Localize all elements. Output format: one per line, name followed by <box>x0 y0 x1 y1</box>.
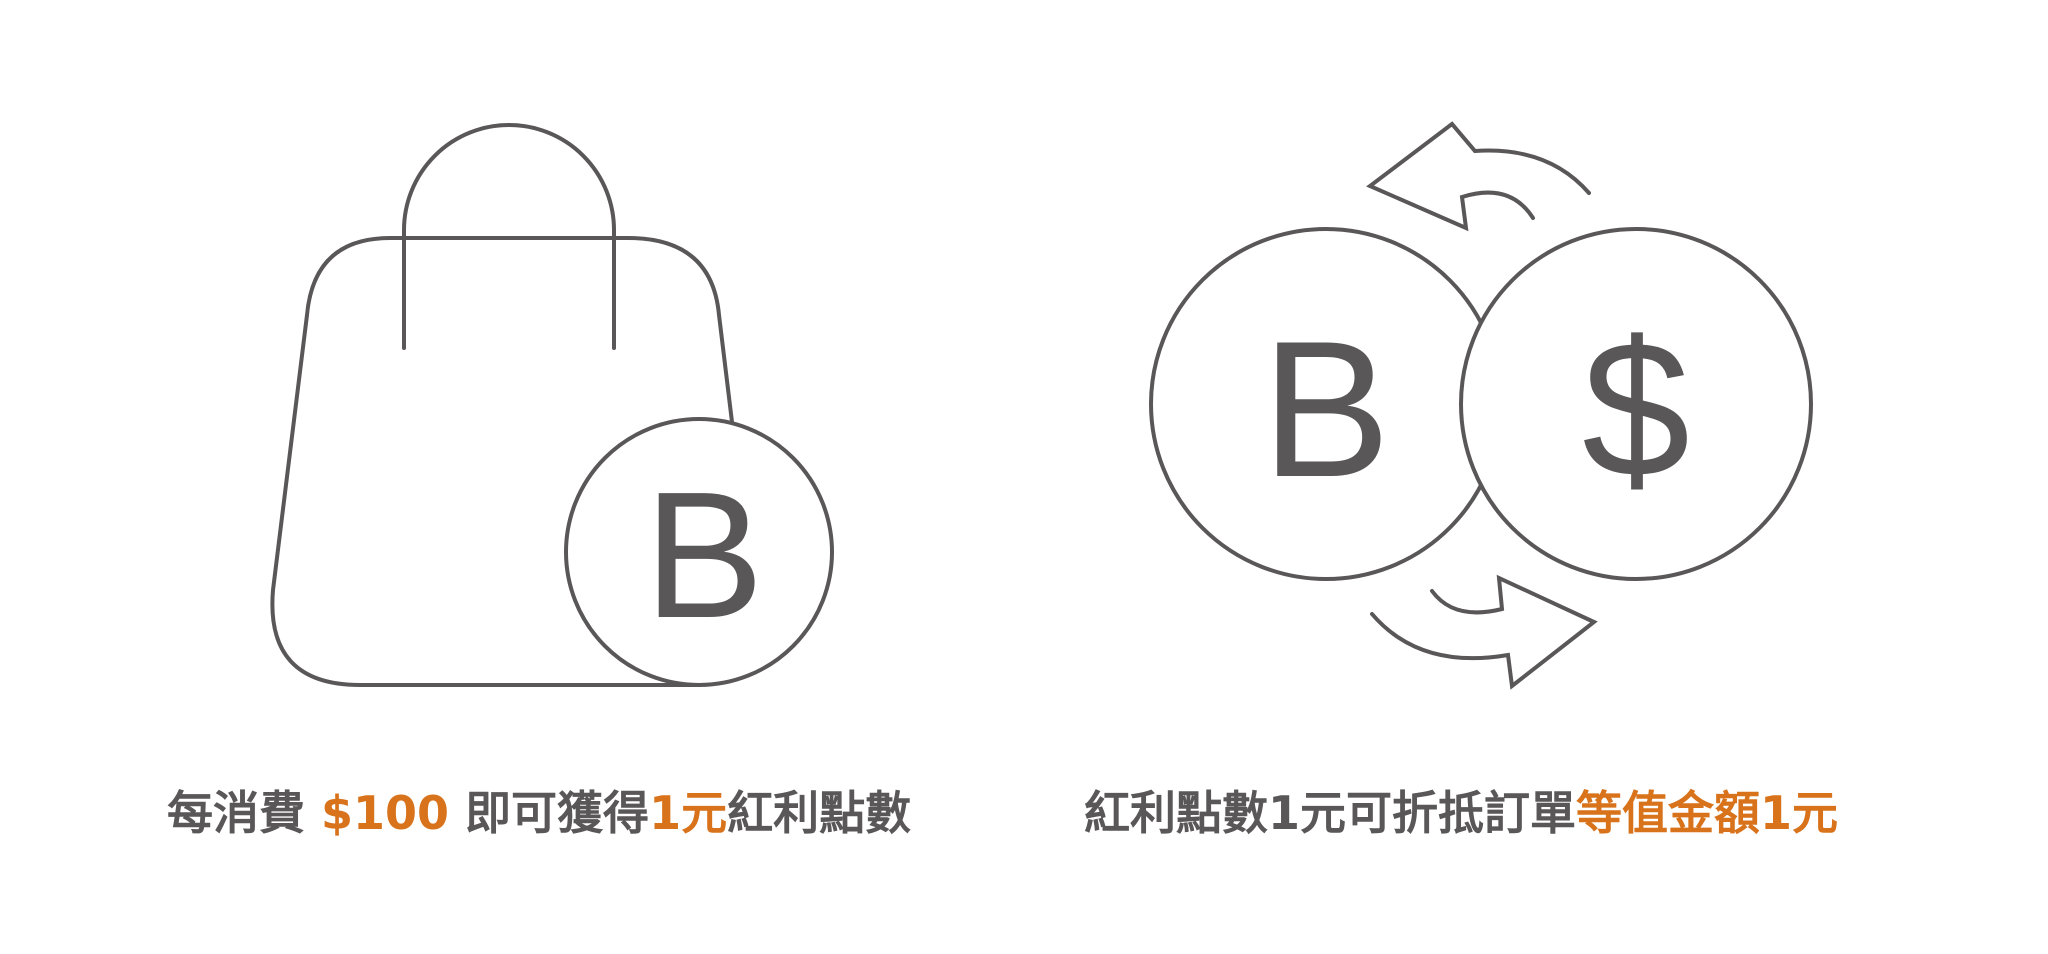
earn-caption-amount: $100 <box>321 786 450 840</box>
earn-caption-reward: 1元 <box>649 786 728 840</box>
points-coin-large-icon: B <box>1149 227 1503 581</box>
points-coin-letter: B <box>644 455 764 656</box>
arrow-top-icon <box>1366 121 1591 232</box>
points-coin-icon: B <box>564 417 834 687</box>
earn-caption-text-3: 紅利點數 <box>727 786 912 840</box>
arrow-bottom-icon <box>1370 574 1598 690</box>
earn-caption-text-1: 每消費 <box>167 786 322 840</box>
points-coin-large-letter: B <box>1261 301 1390 518</box>
cash-coin-icon: $ <box>1459 227 1813 581</box>
redeem-caption-text: 紅利點數1元可折抵訂單 <box>1084 786 1577 840</box>
cash-coin-symbol: $ <box>1582 301 1690 518</box>
exchange-arrows-icon <box>1366 121 1598 690</box>
earn-caption-text-2: 即可獲得 <box>449 786 650 840</box>
redeem-caption: 紅利點數1元可折抵訂單等值金額1元 <box>1084 779 1884 847</box>
redeem-caption-highlight: 等值金額1元 <box>1576 786 1839 840</box>
earn-caption: 每消費 $100 即可獲得1元紅利點數 <box>167 779 947 847</box>
shopping-bag-icon <box>270 123 734 687</box>
